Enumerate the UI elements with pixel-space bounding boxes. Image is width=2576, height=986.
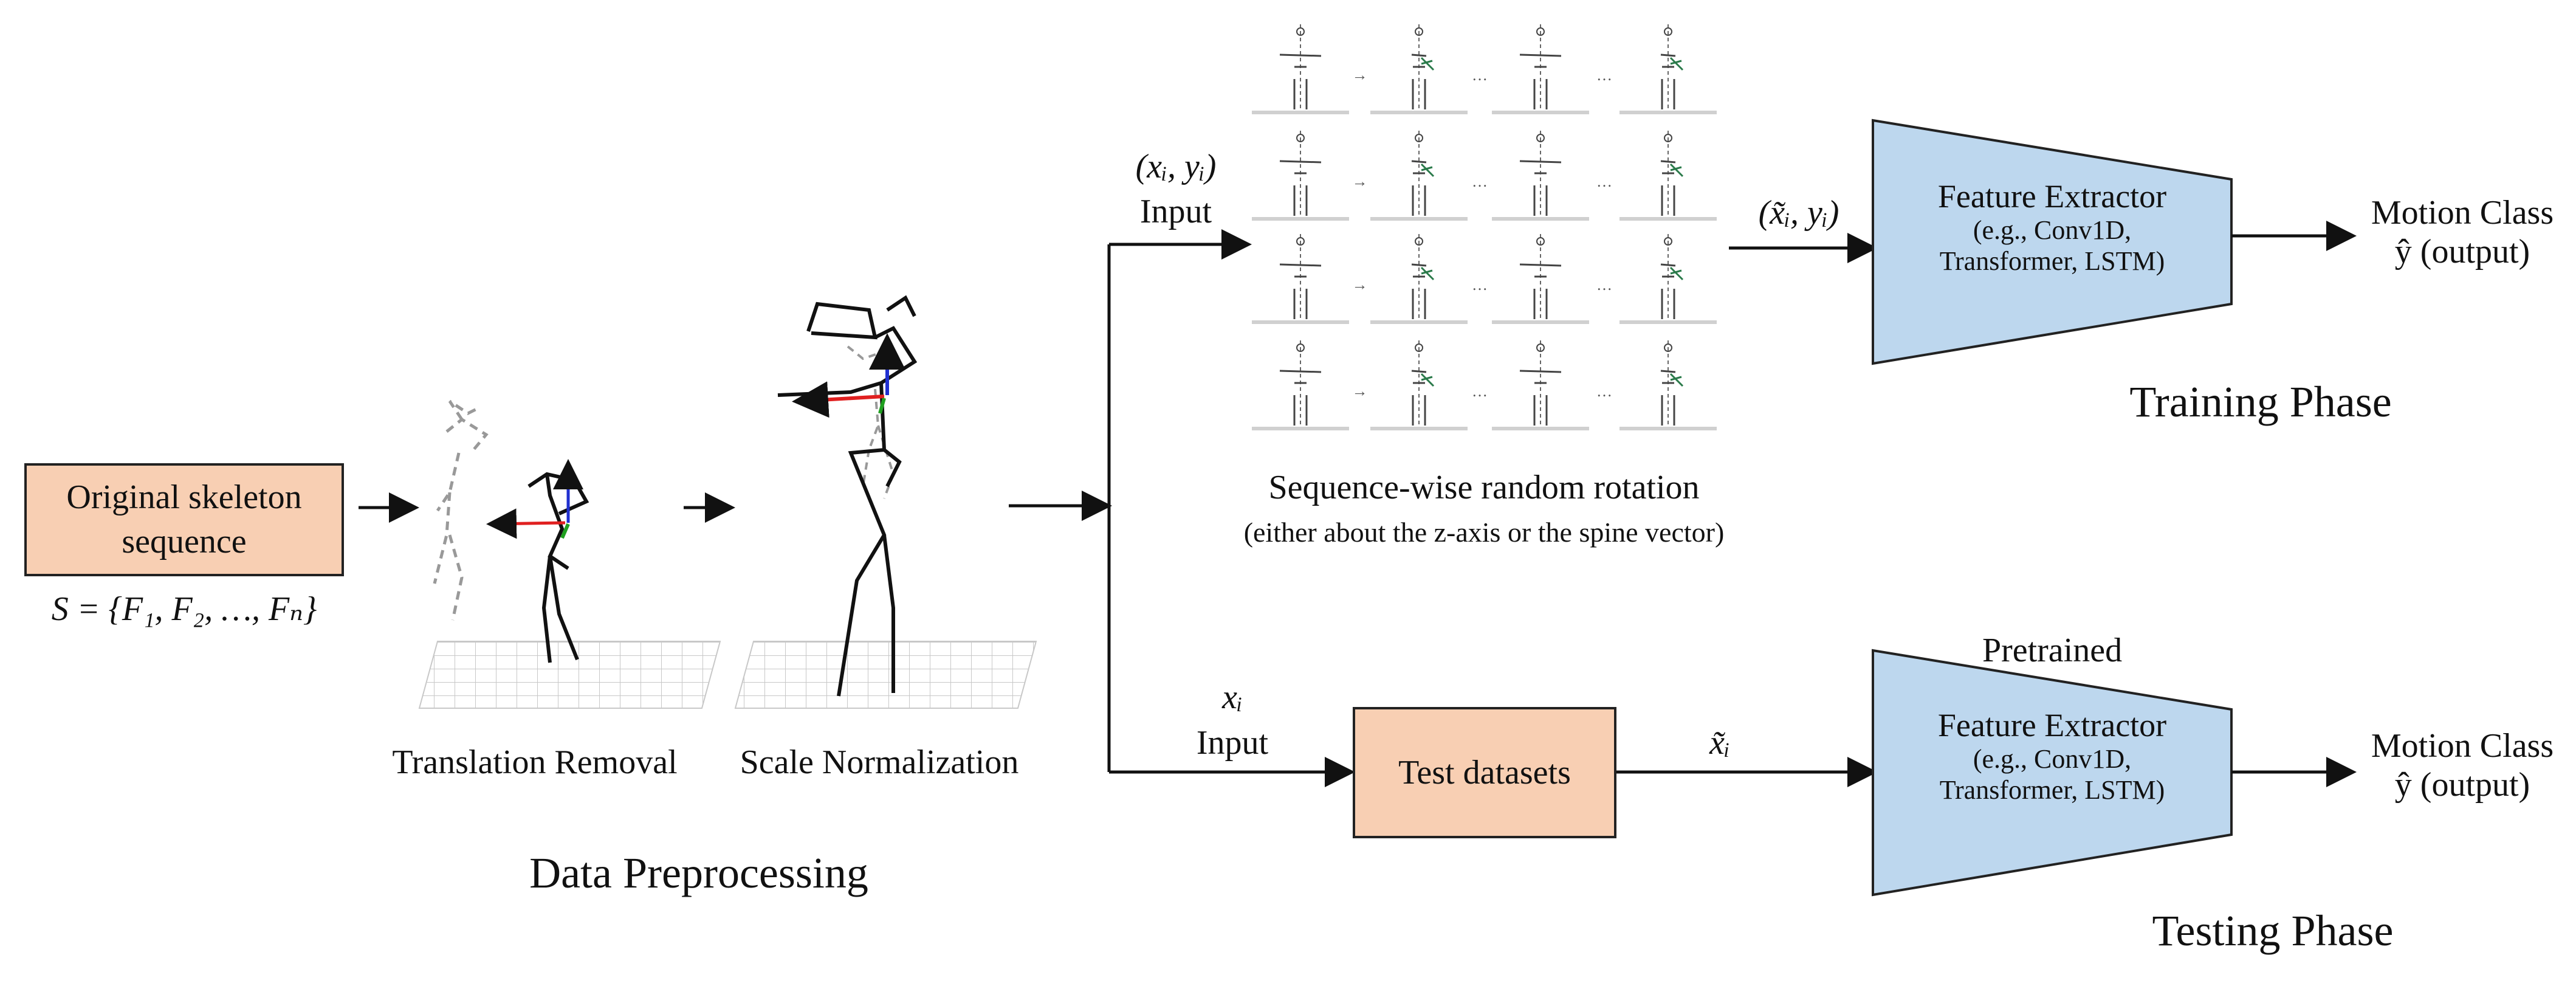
- frame-separator: …: [1596, 276, 1612, 294]
- rotation-frame: [1619, 131, 1717, 221]
- testing-extractor-title: Feature Extractor: [1937, 707, 2167, 743]
- training-extractor-sub1: (e.g., Conv1D,: [1973, 215, 2132, 246]
- original-box-label-line2: sequence: [122, 523, 247, 560]
- rotation-frame: [1252, 131, 1349, 221]
- rotation-frame: [1370, 24, 1468, 114]
- rotation-frame: [1370, 234, 1468, 324]
- frame-separator: …: [1596, 173, 1612, 190]
- data-preprocessing-title: Data Preprocessing: [529, 849, 868, 897]
- translation-removal-label: Translation Removal: [392, 743, 678, 781]
- scale-normalization-figure: [734, 295, 1037, 709]
- training-extractor-title: Feature Extractor: [1937, 178, 2167, 215]
- rotation-frame: [1252, 340, 1349, 430]
- rotation-frames-grid: → … … → … … → … … → … …: [1252, 24, 1717, 430]
- training-output-line1: Motion Class: [2371, 194, 2554, 232]
- rotation-frame: [1492, 234, 1589, 324]
- frame-separator: …: [1472, 276, 1488, 294]
- testing-phase-title: Testing Phase: [2152, 906, 2394, 955]
- rotation-title: Sequence-wise random rotation: [1268, 469, 1700, 506]
- rotation-frame: [1492, 131, 1589, 221]
- test-input-symbol: xᵢ: [1222, 678, 1243, 716]
- train-input-symbol: (xᵢ, yᵢ): [1135, 148, 1217, 185]
- rotation-frame: [1370, 131, 1468, 221]
- rotation-frame: [1619, 234, 1717, 324]
- rotation-frame: [1370, 340, 1468, 430]
- testing-output-line1: Motion Class: [2371, 727, 2554, 765]
- frame-separator: …: [1596, 66, 1612, 84]
- training-output: Motion Class ŷ (output): [2371, 193, 2554, 272]
- rotation-note: (either about the z-axis or the spine ve…: [1243, 517, 1725, 548]
- rotation-frame: [1252, 24, 1349, 114]
- frame-separator: →: [1352, 276, 1368, 294]
- test-datasets-label: Test datasets: [1398, 753, 1571, 791]
- scale-normalization-label: Scale Normalization: [740, 743, 1019, 781]
- test-datasets-box: Test datasets: [1353, 707, 1616, 838]
- rotation-frame: [1619, 340, 1717, 430]
- original-skeleton-box: Original skeleton sequence: [24, 463, 344, 576]
- testing-extractor-sub1: (e.g., Conv1D,: [1973, 744, 2132, 774]
- frame-separator: …: [1472, 382, 1488, 400]
- frame-separator: …: [1472, 66, 1488, 84]
- rotated-input-symbol: (x̃ᵢ, yᵢ): [1758, 194, 1839, 232]
- testing-extractor-sub2: Transformer, LSTM): [1939, 774, 2165, 805]
- rotation-frame: [1492, 340, 1589, 430]
- testing-extractor-text: Feature Extractor (e.g., Conv1D, Transfo…: [1938, 706, 2166, 805]
- translation-removal-figure: [418, 399, 721, 709]
- pretrained-label: Pretrained: [1982, 632, 2123, 669]
- training-extractor-sub2: Transformer, LSTM): [1939, 246, 2165, 276]
- test-input-label: Input: [1196, 724, 1269, 762]
- training-phase-title: Training Phase: [2129, 378, 2392, 426]
- training-output-line2: ŷ (output): [2394, 233, 2530, 271]
- training-feature-extractor-shape: [1872, 119, 2233, 365]
- testing-feature-extractor-shape: [1872, 649, 2233, 897]
- skeleton-sequence-formula: S = {F₁, F₂, …, Fₙ}: [51, 590, 317, 628]
- original-box-label-line1: Original skeleton: [66, 478, 302, 517]
- rotation-frame: [1492, 24, 1589, 114]
- rotation-frame: [1252, 234, 1349, 324]
- frame-separator: →: [1352, 66, 1368, 84]
- frame-separator: →: [1352, 382, 1368, 400]
- rotation-frame: [1619, 24, 1717, 114]
- train-input-label: Input: [1139, 193, 1212, 230]
- testing-output: Motion Class ŷ (output): [2371, 726, 2554, 805]
- test-tilde-symbol: x̃ᵢ: [1709, 724, 1730, 762]
- testing-output-line2: ŷ (output): [2394, 766, 2530, 804]
- training-extractor-text: Feature Extractor (e.g., Conv1D, Transfo…: [1938, 178, 2166, 277]
- frame-separator: …: [1596, 382, 1612, 400]
- frame-separator: …: [1472, 173, 1488, 190]
- frame-separator: →: [1352, 173, 1368, 190]
